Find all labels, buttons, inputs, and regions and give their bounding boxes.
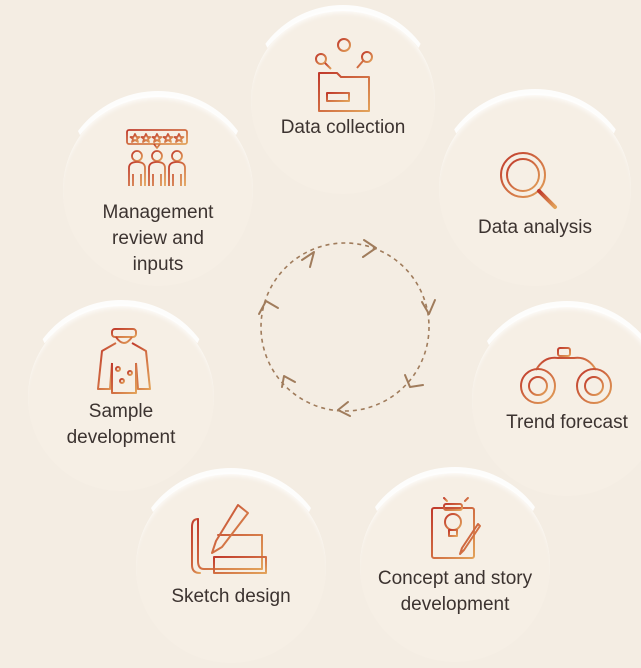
step-label: Sketch design [171, 586, 291, 607]
step-label: Sample development [66, 401, 176, 448]
step-label: Data collection [280, 117, 406, 138]
binoculars-icon [520, 347, 612, 404]
pencil-ruler-icon [191, 504, 267, 574]
step-label: Concept and story development [377, 568, 533, 615]
idea-clipboard-icon [431, 493, 481, 559]
step-label: Trend forecast [506, 412, 628, 433]
team-rating-icon [126, 129, 188, 186]
step-concept-and-story-development: Concept and story development [355, 467, 555, 662]
step-label: Data analysis [477, 217, 593, 238]
garment-icon [97, 328, 151, 394]
step-sketch-design: Sketch design [131, 468, 331, 663]
folder-with-pins-icon [315, 38, 373, 112]
step-trend-forecast: Trend forecast [467, 301, 641, 496]
step-sample-development: Sample development [23, 300, 219, 491]
step-label: Management review and inputs [102, 202, 214, 275]
step-management-review-and-inputs: Management review and inputs [58, 91, 258, 286]
step-data-collection: Data collection [246, 5, 440, 194]
magnifier-chart-icon [500, 152, 557, 209]
step-data-analysis: Data analysis [434, 89, 636, 286]
cycle-arrows [258, 239, 436, 417]
